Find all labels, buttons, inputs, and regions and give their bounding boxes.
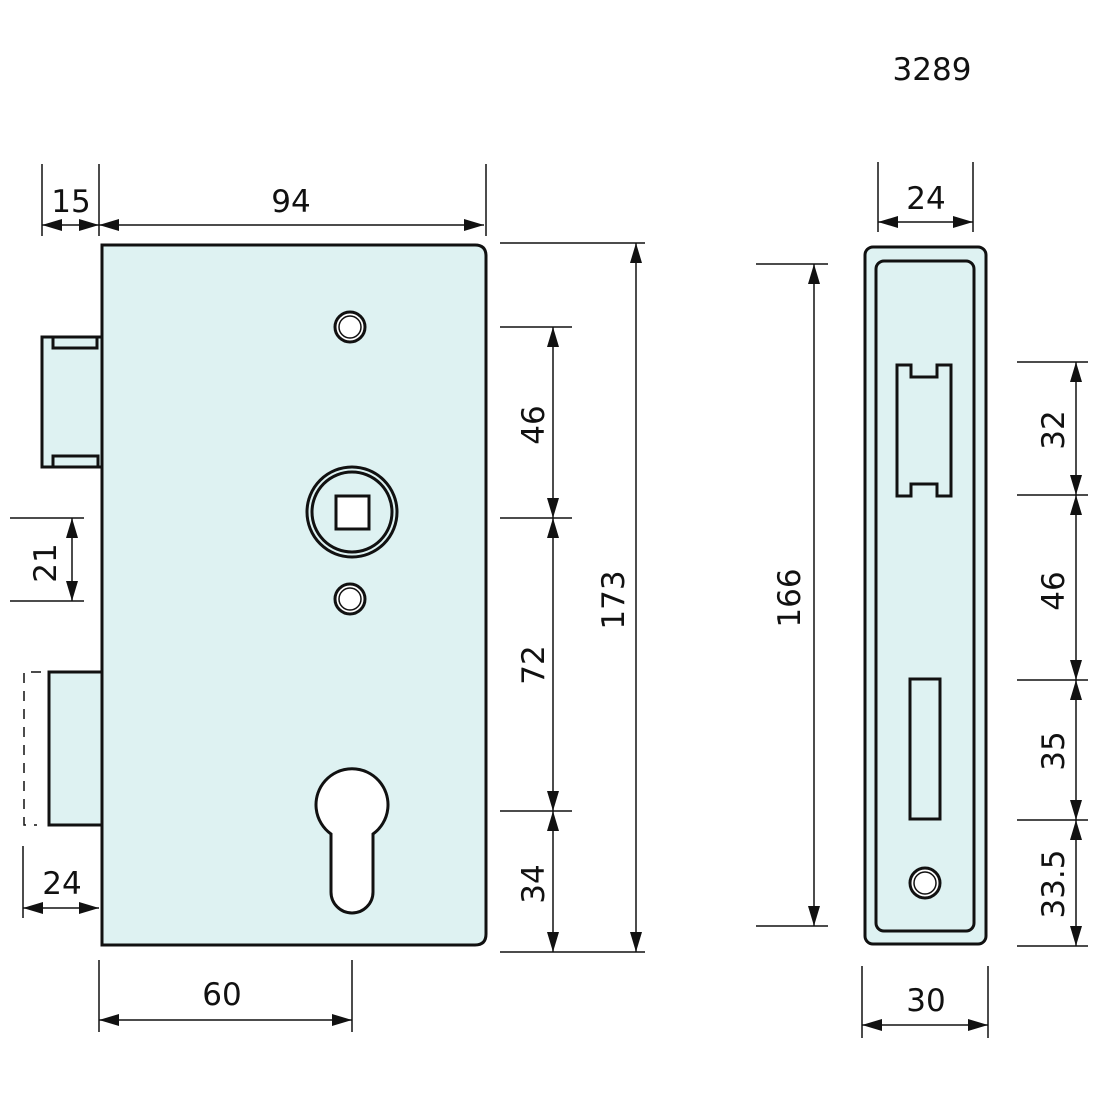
dim-cylinder-to-bottom: 34 (516, 864, 552, 903)
screw-hole-middle (333, 582, 367, 616)
dim-latch-height: 21 (28, 543, 64, 582)
dim-latch-cutout-height: 32 (1036, 410, 1072, 449)
dim-bolt-cutout-height: 35 (1036, 731, 1072, 770)
spindle-follower (305, 465, 399, 559)
dim-bolt-projection: 24 (42, 866, 81, 902)
bolt-cutout (908, 677, 942, 821)
dim-faceplate-height: 166 (772, 568, 808, 627)
dim-overall-height: 173 (596, 570, 632, 629)
screw-hole-faceplate (908, 866, 942, 900)
screw-hole-top (333, 310, 367, 344)
dim-bolt-to-bottom: 33.5 (1036, 849, 1072, 918)
dim-latch-to-top: 46 (516, 405, 552, 444)
dead-bolt (23, 670, 105, 827)
dim-backset: 60 (202, 977, 241, 1013)
dim-latch-projection: 15 (51, 184, 90, 220)
dim-case-depth: 30 (906, 983, 945, 1019)
latch-bolt (40, 335, 104, 469)
lock-case-body (100, 243, 488, 947)
dim-faceplate-width: 24 (906, 181, 945, 217)
product-code: 3289 (893, 52, 972, 88)
cylinder-cutout (314, 767, 390, 915)
latch-cutout (895, 363, 953, 498)
faceplate (874, 259, 976, 933)
side-view: 24 166 32 46 35 33.5 30 (756, 162, 1088, 1038)
front-view: 15 94 21 24 60 46 72 34 173 (10, 164, 645, 1032)
dim-body-width: 94 (271, 184, 310, 220)
dim-latch-to-bolt: 46 (1036, 571, 1072, 610)
dim-spindle-to-cylinder: 72 (516, 645, 552, 684)
